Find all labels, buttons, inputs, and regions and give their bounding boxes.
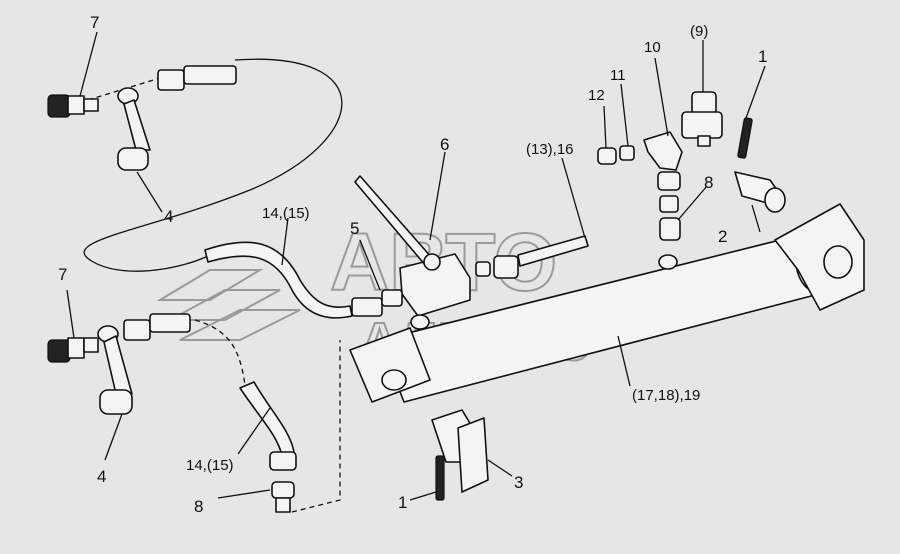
hose-lower: [239, 381, 295, 457]
dust-cap-top: [117, 87, 151, 171]
callout-14-15-bottom: 14,(15): [186, 457, 234, 474]
quick-coupler-top: [47, 94, 99, 118]
callout-7-bottom: 7: [58, 265, 67, 284]
valve-outlet-fittings: [475, 235, 589, 279]
bracket-3: [457, 417, 489, 493]
callout-10: 10: [644, 39, 661, 56]
callout-1-bottom: 1: [398, 493, 407, 512]
callout-3: 3: [514, 473, 523, 492]
callout-8-mid: 8: [704, 173, 713, 192]
dust-cap-bottom: [97, 325, 133, 415]
callout-17-18-19: (17,18),19: [632, 387, 700, 404]
callout-2: 2: [718, 227, 727, 246]
callout-14-15-top: 14,(15): [262, 205, 310, 222]
callout-9: (9): [690, 23, 708, 40]
callout-1-top: 1: [758, 47, 767, 66]
callout-4-top: 4: [164, 207, 173, 226]
callout-5: 5: [350, 219, 359, 238]
hose-upper: [204, 241, 353, 319]
sleeve-2: [734, 171, 786, 213]
hose-lower-dashed: [194, 319, 246, 386]
valve-body: [351, 175, 471, 317]
callout-4-bottom: 4: [97, 467, 106, 486]
callout-11: 11: [610, 67, 626, 84]
callout-13-16: (13),16: [526, 141, 574, 158]
fitting-stack-right: [597, 131, 683, 241]
leader-dashed-bottom: [291, 340, 341, 513]
callout-12: 12: [588, 87, 605, 104]
hose-loop: [83, 58, 343, 272]
hose-fitting-bottom: [123, 313, 191, 341]
leader-lines: [66, 31, 766, 501]
pin-bottom: [435, 455, 445, 501]
hose-fitting-top: [157, 65, 237, 91]
pin-top: [737, 117, 753, 159]
tee-fitting-9: [681, 91, 723, 147]
callout-6: 6: [440, 135, 449, 154]
quick-coupler-bottom: [47, 337, 99, 363]
hydraulic-cylinder: [349, 203, 865, 403]
callout-7-top: 7: [90, 13, 99, 32]
fitting-8-bottom: [269, 451, 297, 513]
callout-8-bottom: 8: [194, 497, 203, 516]
